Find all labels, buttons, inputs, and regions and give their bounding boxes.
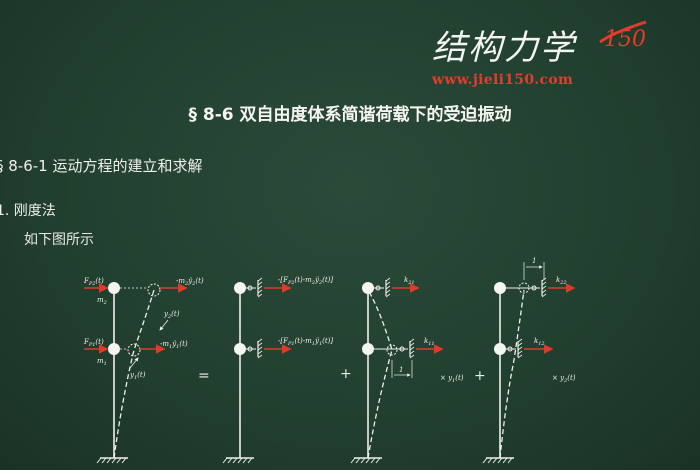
logo-mark: 150: [599, 20, 647, 52]
mass-1: [108, 343, 120, 355]
support-link-top: [246, 277, 263, 298]
slide-title: § 8-6 双自由度体系简谐荷载下的受迫振动: [188, 105, 512, 125]
figure-4-unit-displacement-2: 1 k22 k12 × y2(t): [482, 257, 576, 464]
label-fp2: FP2(t): [83, 277, 104, 287]
deflected-shape-4: [499, 289, 525, 459]
plus-sign-1: +: [340, 366, 352, 382]
figure-1-free-body: FP2(t) m2 -m2ÿ2(t) y2(t) FP1(t) m1 -m1ÿ1…: [83, 277, 204, 464]
label-m1: m1: [97, 357, 107, 367]
figure-2-applied-loads: -[FP2(t)-m2ÿ2(t)] -[FP1(t)-m1ÿ1(t)]: [222, 276, 333, 464]
label-unit-4: 1: [532, 257, 536, 265]
logo-text: 结构力学: [432, 28, 576, 68]
label-reaction-bottom: -[FP1(t)-m1ÿ1(t)]: [278, 337, 333, 347]
label-inertia-2: -m2ÿ2(t): [176, 277, 204, 287]
label-times-y1: × y1(t): [440, 374, 464, 384]
label-k12: k12: [534, 337, 545, 347]
label-unit-3: 1: [399, 366, 403, 374]
support-link-bottom: [246, 338, 263, 359]
label-times-y2: × y2(t): [552, 374, 576, 384]
deflected-shape-1: [113, 289, 155, 459]
label-y1: y1(t): [129, 371, 146, 381]
mass-2: [108, 282, 120, 294]
figure-caption: 如下图所示: [24, 232, 94, 248]
logo-mark-text: 150: [604, 27, 646, 52]
label-inertia-1: -m1ÿ1(t): [160, 340, 188, 350]
mass-1-displaced: [127, 343, 141, 357]
label-reaction-top: -[FP2(t)-m2ÿ2(t)]: [278, 276, 333, 286]
figure-3-unit-displacement-1: 1 k21 k11 × y1(t): [350, 276, 464, 464]
label-y2: y2(t): [163, 310, 180, 320]
label-k21: k21: [404, 276, 415, 286]
method-heading: 1. 刚度法: [0, 203, 56, 219]
label-m2: m2: [97, 296, 107, 306]
website-url: www.jieli150.com: [432, 72, 574, 88]
plus-sign-2: +: [474, 368, 486, 384]
deflected-shape-3: [367, 289, 393, 459]
label-k11: k11: [424, 337, 435, 347]
equals-sign: =: [198, 368, 210, 384]
label-k22: k22: [556, 276, 567, 286]
subsection-heading: § 8-6-1 运动方程的建立和求解: [0, 157, 203, 175]
label-fp1: FP1(t): [83, 338, 104, 348]
mass-2-displaced: [147, 283, 161, 297]
stiffness-method-diagram: FP2(t) m2 -m2ÿ2(t) y2(t) FP1(t) m1 -m1ÿ1…: [83, 257, 576, 464]
